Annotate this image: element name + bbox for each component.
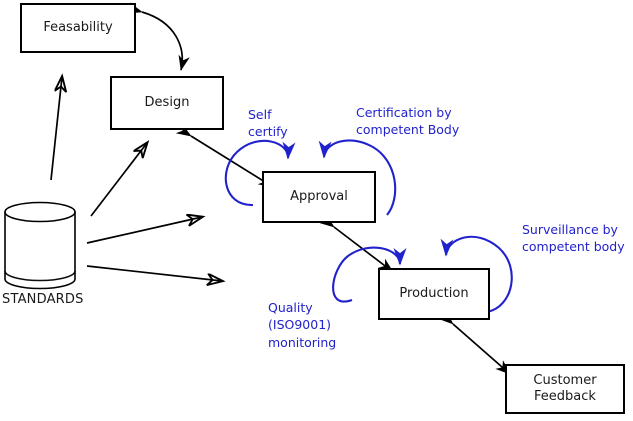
flow-standards-production [86, 265, 222, 281]
node-feasability[interactable]: Feasability [20, 3, 136, 53]
annotation-surveillance-by-competent-body: Surveillance by competent body [522, 222, 625, 255]
flow-standards-feasability [50, 77, 62, 181]
node-approval[interactable]: Approval [262, 171, 376, 223]
loop-quality-monitoring [332, 246, 407, 303]
loop-certification-competent-body [318, 139, 397, 216]
annotation-quality-iso9001-monitoring: Quality (ISO9001) monitoring [268, 300, 337, 350]
flow-feasability-design [126, 2, 190, 71]
loop-self-certify [224, 139, 296, 207]
node-customer-feedback[interactable]: Customer Feedback [505, 364, 625, 414]
loop-surveillance-competent-body [440, 235, 513, 314]
standards-datastore-label: STANDARDS [2, 292, 84, 307]
node-approval-label: Approval [290, 188, 348, 204]
flow-design-approval [175, 123, 274, 188]
annotation-self-certify: Self certify [248, 107, 288, 140]
flow-standards-design [90, 143, 147, 217]
node-production[interactable]: Production [378, 268, 490, 320]
node-customer-feedback-label: Customer Feedback [533, 372, 597, 404]
node-production-label: Production [399, 285, 469, 301]
standards-datastore-shape [4, 201, 76, 290]
flow-standards-approval [86, 217, 202, 244]
node-feasability-label: Feasability [43, 19, 113, 35]
flow-production-customer-feedback [438, 310, 511, 375]
annotation-certification-by-competent-body: Certification by competent Body [356, 105, 460, 138]
node-design[interactable]: Design [110, 76, 224, 130]
node-design-label: Design [144, 94, 190, 110]
